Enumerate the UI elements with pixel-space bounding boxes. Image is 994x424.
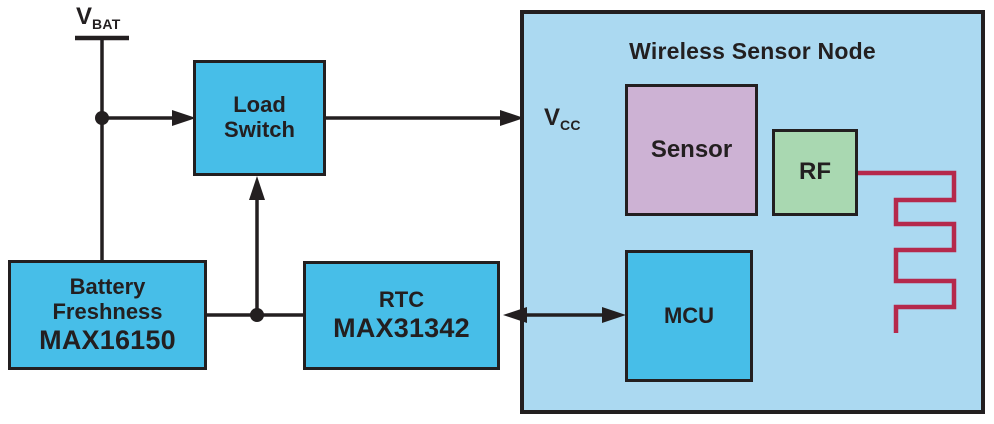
arrowhead-up-into-load-switch (249, 176, 265, 200)
vbat-rail-symbol (75, 35, 129, 262)
rtc-block: RTC MAX31342 (303, 261, 500, 370)
arrowhead-toward-mcu (602, 307, 626, 323)
node-title: Wireless Sensor Node (629, 38, 876, 64)
antenna-icon (858, 170, 957, 333)
rtc-label: RTC (378, 287, 425, 313)
vbat-label: VBAT (76, 3, 121, 32)
load-switch-block: Load Switch (193, 60, 326, 176)
battery-freshness-label-line2: Freshness (52, 298, 163, 324)
vcc-label-main: V (544, 104, 561, 131)
vcc-label-subscript: CC (560, 117, 581, 133)
rf-label: RF (799, 158, 831, 186)
vcc-label: VCC (544, 104, 581, 133)
junction-dot-battery-rtc (250, 308, 264, 322)
sensor-block: Sensor (625, 84, 758, 216)
battery-freshness-label-line1: Battery (69, 274, 146, 300)
arrowhead-into-load-switch (172, 110, 196, 126)
arrowhead-into-node-vcc (500, 110, 524, 126)
junction-dot-vbat (95, 111, 109, 125)
mcu-label: MCU (663, 302, 715, 328)
arrowhead-toward-rtc (503, 307, 527, 323)
vbat-label-subscript: BAT (92, 16, 121, 32)
rf-block: RF (772, 129, 858, 216)
vbat-label-main: V (76, 3, 93, 30)
load-switch-label-line1: Load (233, 92, 286, 118)
rtc-part-number: MAX31342 (333, 312, 470, 343)
sensor-label: Sensor (650, 135, 733, 163)
mcu-block: MCU (625, 250, 753, 382)
battery-freshness-block: Battery Freshness MAX16150 (8, 260, 207, 370)
battery-freshness-part-number: MAX16150 (39, 324, 176, 355)
load-switch-label-line2: Switch (224, 117, 295, 142)
